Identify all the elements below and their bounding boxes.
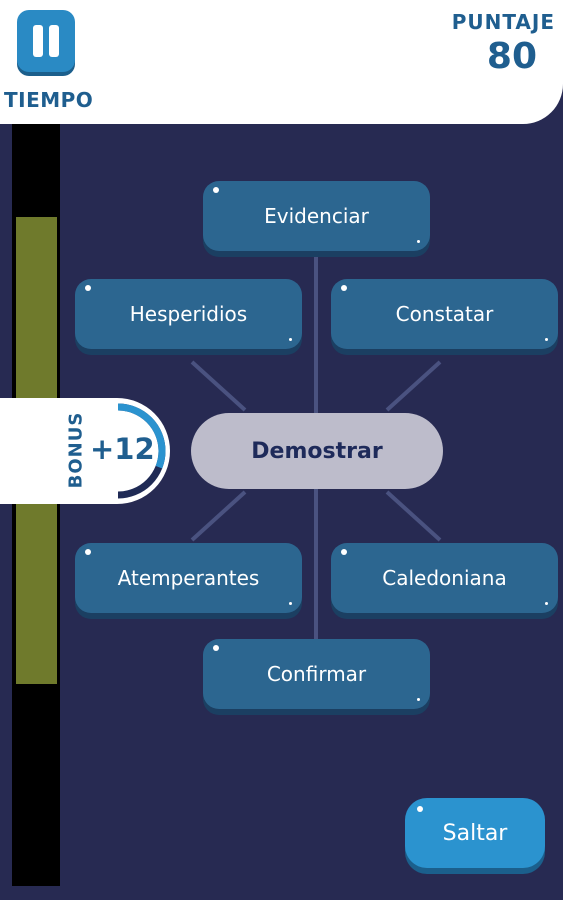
- bonus-ring-progress: [117, 403, 166, 499]
- word-node-upper-right[interactable]: Constatar: [331, 279, 558, 349]
- word-node-upper-left[interactable]: Hesperidios: [75, 279, 302, 349]
- skip-button[interactable]: Saltar: [405, 798, 545, 868]
- word-node-bottom[interactable]: Confirmar: [203, 639, 430, 709]
- pause-button[interactable]: [17, 10, 75, 72]
- top-bar: TIEMPO PUNTAJE 80: [0, 0, 563, 124]
- time-label: TIEMPO: [4, 88, 94, 112]
- target-word: Demostrar: [191, 413, 443, 489]
- score-label: PUNTAJE: [451, 10, 555, 34]
- word-node-top[interactable]: Evidenciar: [203, 181, 430, 251]
- score-value: 80: [486, 36, 537, 77]
- word-node-lower-left[interactable]: Atemperantes: [75, 543, 302, 613]
- bonus-ring: [117, 403, 166, 499]
- timer-count: 32: [23, 438, 50, 459]
- word-node-lower-right[interactable]: Caledoniana: [331, 543, 558, 613]
- bonus-amount: +12: [90, 432, 155, 466]
